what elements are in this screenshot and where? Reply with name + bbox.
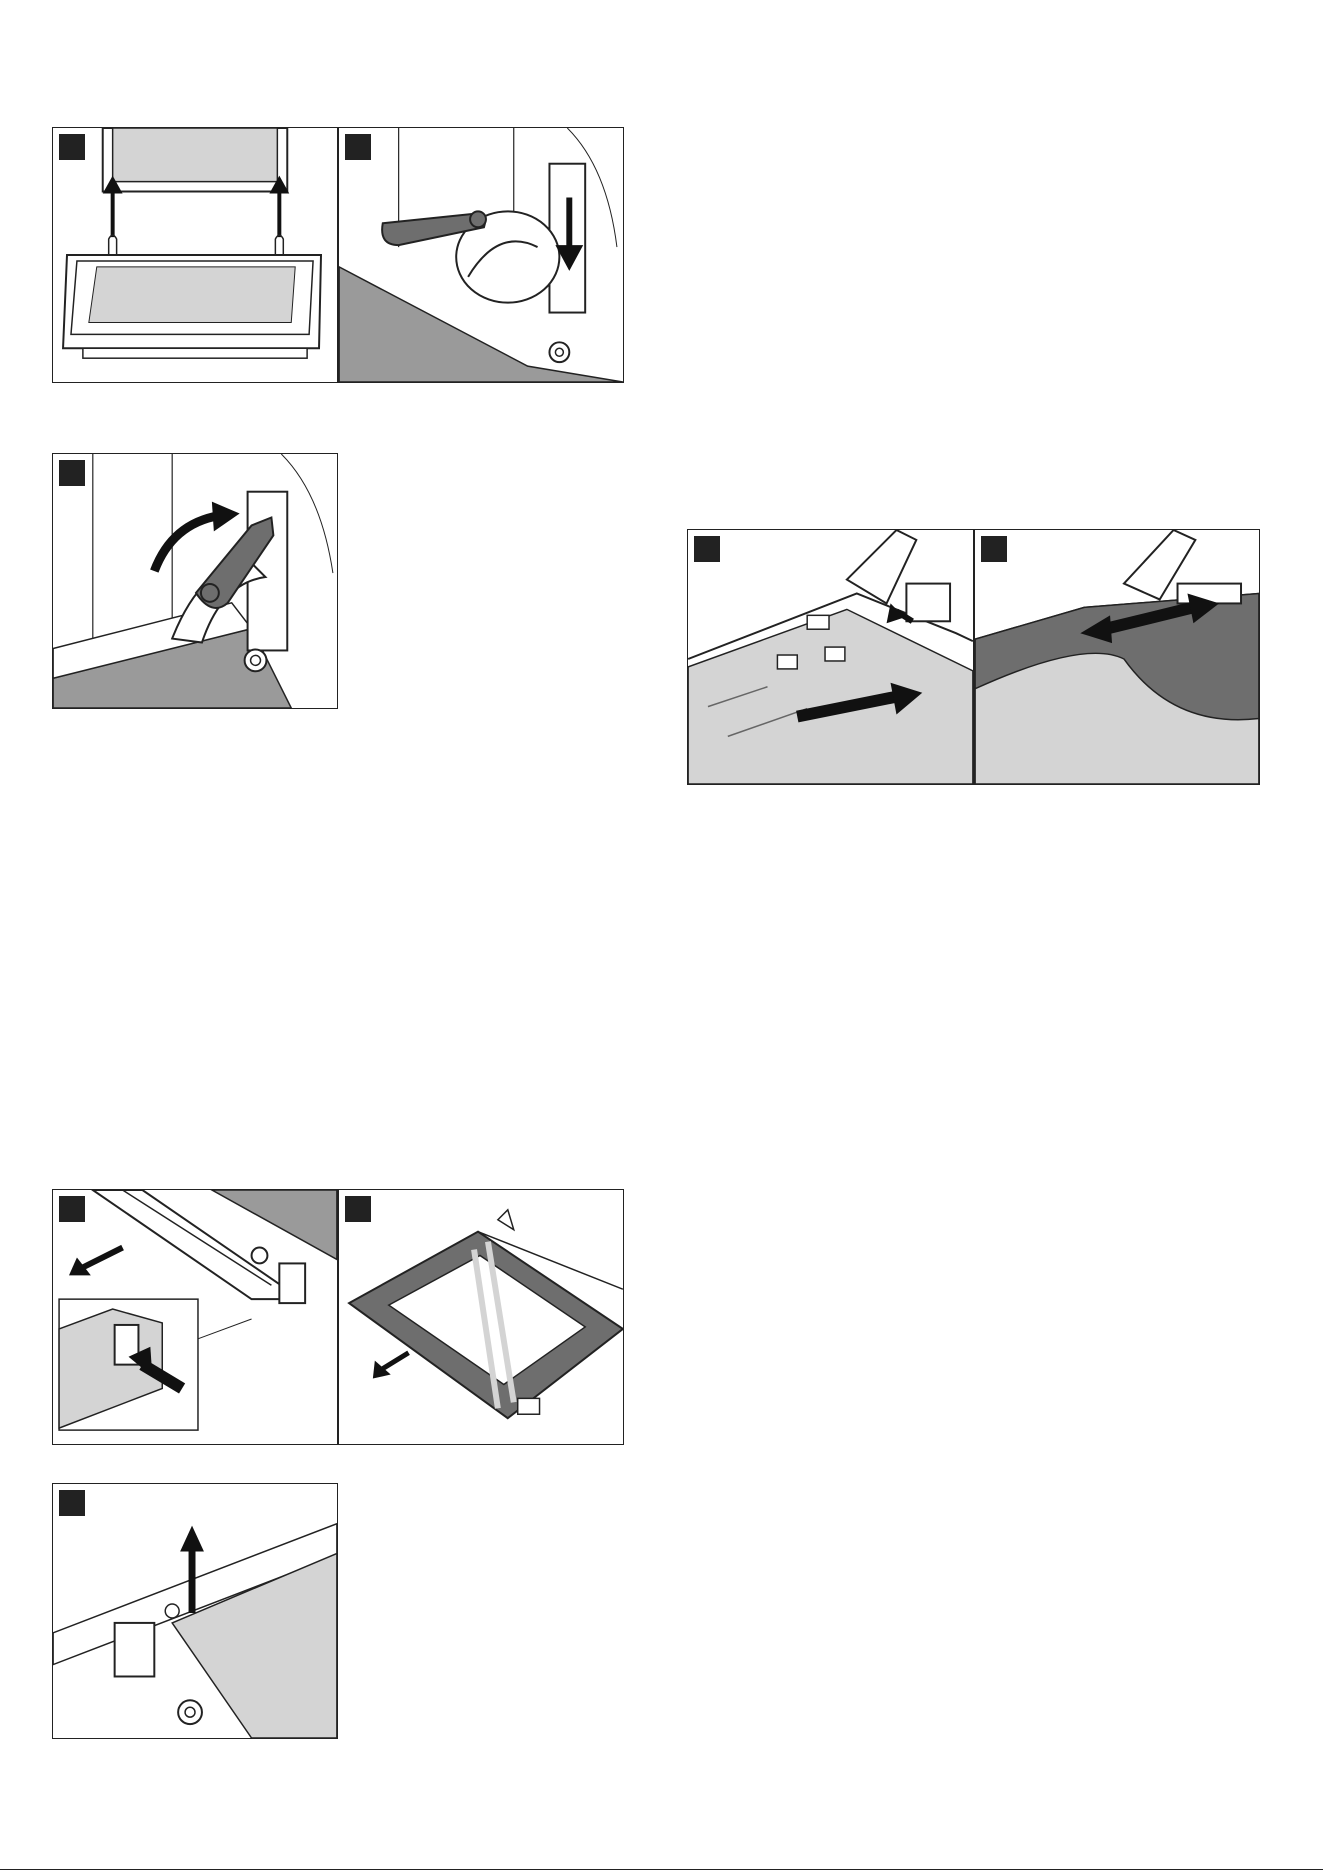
illustration [53, 1484, 337, 1738]
figure-glass-push-home [974, 529, 1260, 785]
step-badge [345, 134, 371, 160]
figure-trim-strip-removal [52, 1189, 338, 1445]
step-badge [59, 1490, 85, 1516]
illustration [688, 530, 973, 784]
illustration [339, 1190, 623, 1444]
illustration [53, 128, 337, 382]
figure-glass-slide-in [687, 529, 974, 785]
step-badge [59, 1196, 85, 1222]
figure-hinge-lever-up [52, 453, 338, 709]
step-badge [981, 536, 1007, 562]
illustration [975, 530, 1259, 784]
step-badge [694, 536, 720, 562]
step-badge [59, 460, 85, 486]
footer-rule [0, 1869, 1323, 1870]
figure-clip-lift-up [52, 1483, 338, 1739]
illustration [53, 454, 337, 708]
illustration [339, 128, 623, 382]
figure-hinge-lever-down [338, 127, 624, 383]
illustration [53, 1190, 337, 1444]
step-badge [345, 1196, 371, 1222]
step-badge [59, 134, 85, 160]
figure-door-lift-off [52, 127, 338, 383]
figure-glass-pane-removal [338, 1189, 624, 1445]
